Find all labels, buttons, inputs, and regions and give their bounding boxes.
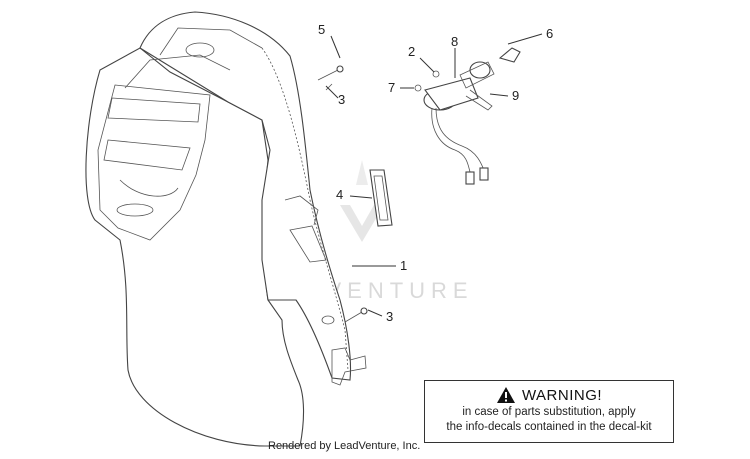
callout-1: 1 [400, 258, 407, 273]
callout-9: 9 [512, 88, 519, 103]
callout-3-top: 3 [338, 92, 345, 107]
warning-line-1: in case of parts substitution, apply [462, 406, 636, 418]
render-credit: Rendered by LeadVenture, Inc. [268, 440, 421, 452]
callouts: 1 2 3 3 4 5 6 7 8 9 [318, 22, 553, 324]
screws [317, 65, 368, 323]
decal [369, 169, 393, 227]
warning-title-row: WARNING! [425, 385, 673, 405]
ignition-switch-assembly [414, 47, 521, 185]
callout-6: 6 [546, 26, 553, 41]
callout-2: 2 [408, 44, 415, 59]
warning-line-2: the info-decals contained in the decal-k… [446, 421, 652, 433]
leader-lines [325, 33, 543, 317]
callout-3-bottom: 3 [386, 309, 393, 324]
callout-4: 4 [336, 187, 343, 202]
callout-7: 7 [388, 80, 395, 95]
warning-title: WARNING! [521, 386, 603, 404]
warning-triangle-icon [496, 387, 515, 403]
warning-notice: WARNING! in case of parts substitution, … [424, 380, 674, 443]
callout-8: 8 [451, 34, 458, 49]
front-shield [85, 11, 367, 447]
callout-5: 5 [318, 22, 325, 37]
